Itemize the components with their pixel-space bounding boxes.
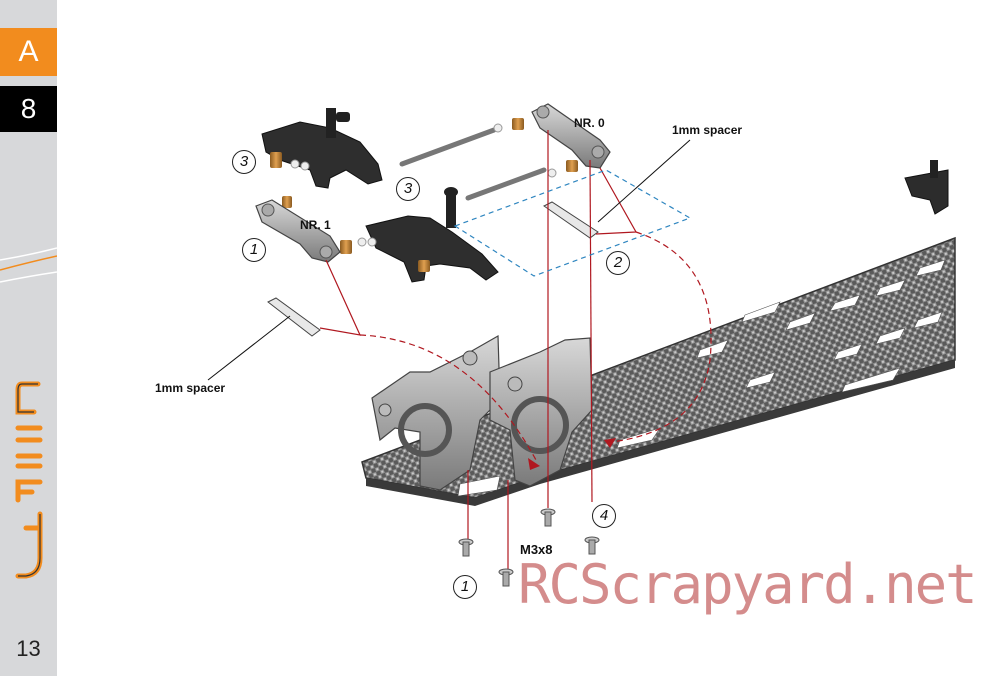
label-nr1: NR. 1 [300,218,331,232]
sidebar: A 8 13 [0,0,57,676]
hinge-pins [399,127,547,201]
step-number-badge: 8 [0,86,57,132]
callout-3-lower: 3 [396,177,420,201]
suspension-block-nr1 [255,199,341,263]
watermark-text: RCScrapyard.net [518,553,978,616]
guide-arrowheads [528,438,616,470]
callout-4: 4 [592,504,616,528]
page-number: 13 [16,636,41,661]
label-nr0: NR. 0 [574,116,605,130]
callout-1-block: 1 [242,238,266,262]
front-arm-upper [261,108,383,189]
right-edge-arm [904,160,949,215]
swift-logo-icon [15,381,43,579]
swoosh-decoration [0,247,57,283]
callout-2: 2 [606,251,630,275]
suspension-block-nr0 [531,103,611,169]
bushings [282,118,578,208]
m3x8-screws [458,508,600,587]
callout-1-screw: 1 [453,575,477,599]
label-spacer-left: 1mm spacer [155,381,226,395]
label-screw-size: M3x8 [520,542,553,557]
spacer-plates [267,201,599,337]
section-letter-badge: A [0,28,57,76]
label-spacer-top: 1mm spacer [672,123,743,137]
guide-lines-red [319,130,712,572]
leader-lines [207,139,691,381]
callout-3-upper: 3 [232,150,256,174]
front-arm-lower [340,187,499,283]
